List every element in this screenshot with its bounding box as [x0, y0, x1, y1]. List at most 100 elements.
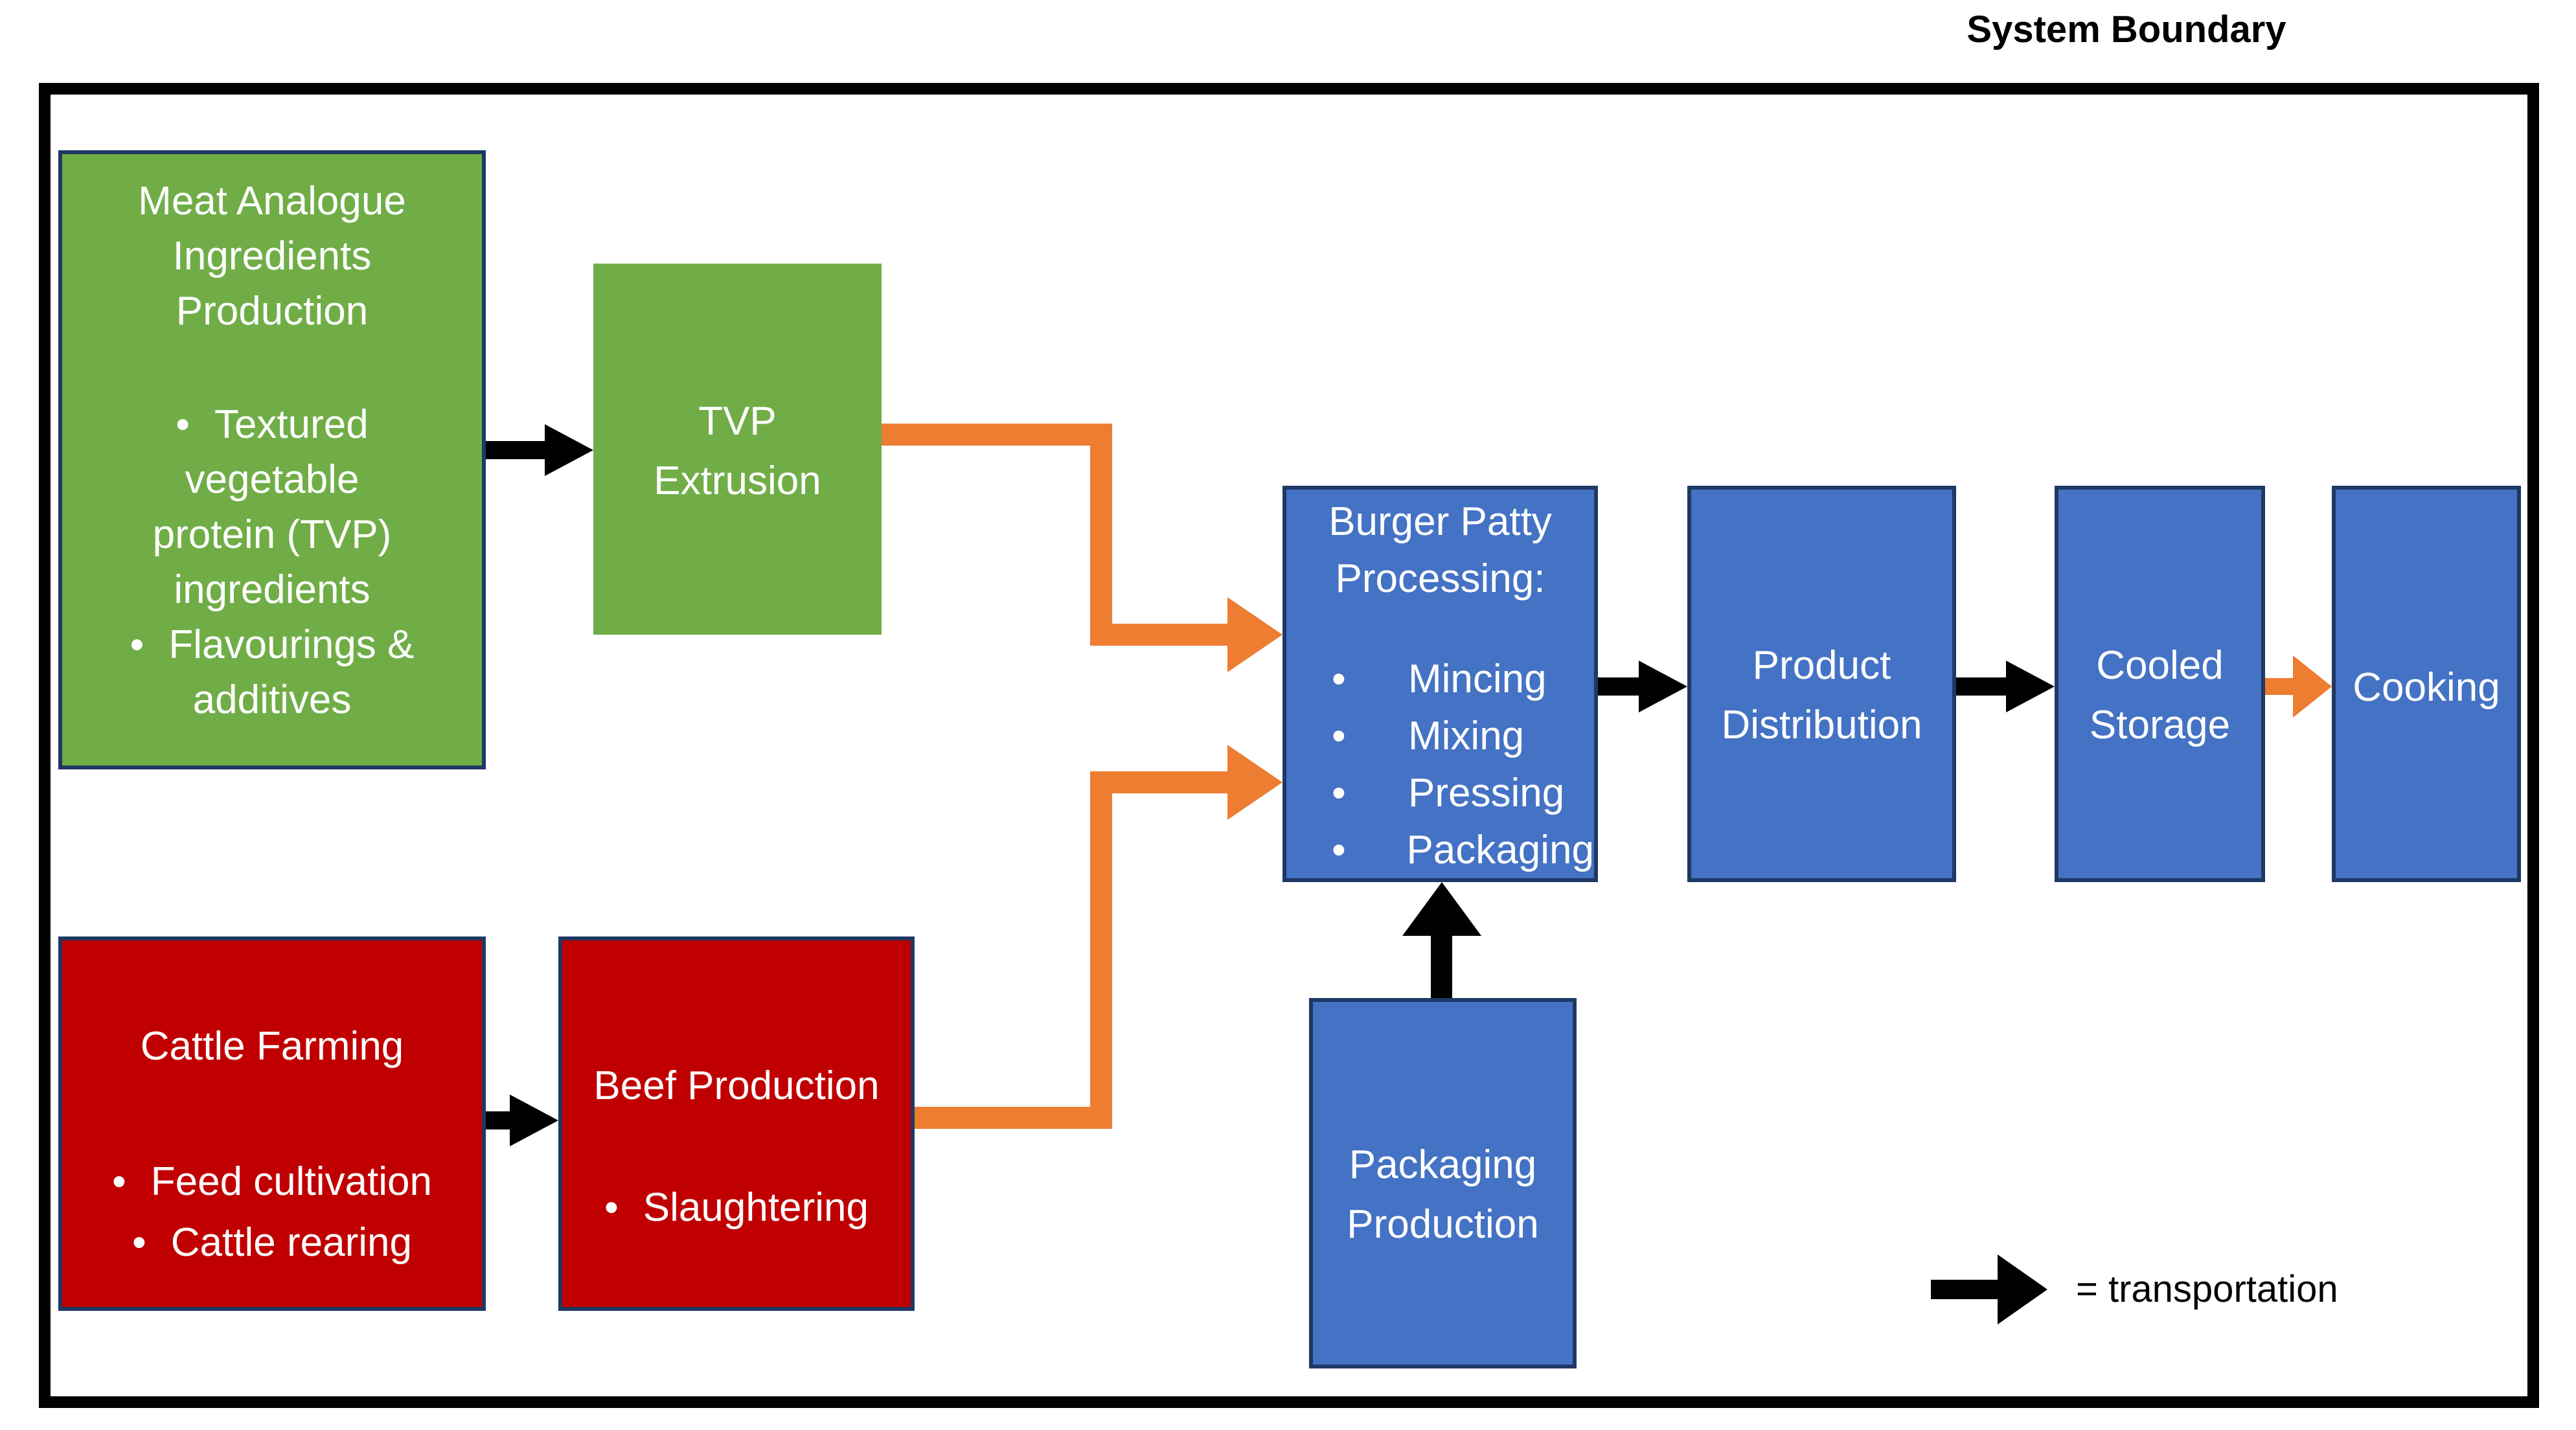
box-label-text: Ingredients	[172, 234, 372, 278]
spacer	[62, 1076, 482, 1151]
box-item-text: ingredients	[174, 567, 370, 612]
box-line: •Mincing	[1286, 650, 1594, 707]
box-line: •Mixing	[1286, 707, 1594, 764]
box-item-text: Cattle rearing	[170, 1220, 412, 1265]
box-item-text: Mincing	[1408, 656, 1547, 701]
box-beef-production: Beef Production • Slaughtering	[558, 936, 915, 1311]
box-line: TVP	[593, 391, 882, 451]
box-item-text: additives	[192, 677, 352, 722]
box-tvp-extrusion: TVP Extrusion	[593, 264, 882, 635]
box-line: •Feed cultivation	[62, 1151, 482, 1212]
box-line: Production	[1313, 1194, 1573, 1254]
box-label-text: Cattle Farming	[140, 1023, 404, 1069]
box-line: Cooled	[2058, 635, 2261, 695]
box-item-text: Flavourings &	[168, 622, 415, 667]
flow-arrow-tvp-to-burger-head	[1227, 597, 1282, 672]
bullet-dot-icon: •	[130, 622, 144, 667]
box-line: Beef Production	[562, 1055, 911, 1116]
box-label-text: Storage	[2089, 702, 2231, 747]
box-line: Ingredients	[62, 229, 482, 284]
flow-arrow-storage-to-cooking-head	[2293, 655, 2332, 718]
box-line: Distribution	[1691, 695, 1952, 755]
transport-arrow-cattle-to-beef-head	[510, 1095, 558, 1146]
spacer	[62, 339, 482, 397]
box-line: •Pressing	[1286, 764, 1594, 821]
transport-arrow-burger-to-distribution-shaft	[1598, 677, 1639, 696]
box-item-text: protein (TVP)	[152, 512, 392, 557]
box-label-text: Burger Patty	[1328, 499, 1552, 544]
box-line: • Slaughtering	[562, 1177, 911, 1238]
box-line: Storage	[2058, 695, 2261, 755]
bullet-dot-icon: •	[1332, 827, 1346, 872]
transport-arrow-packaging-to-burger-shaft	[1431, 936, 1452, 998]
flow-arrow-beef-to-burger-seg3	[1090, 771, 1227, 793]
bullet-dot-icon: •	[176, 402, 190, 447]
box-label-text: Beef Production	[593, 1063, 880, 1108]
box-line: Processing:	[1286, 550, 1594, 607]
transport-arrow-burger-to-distribution-head	[1639, 661, 1687, 712]
box-label-text: Distribution	[1721, 702, 1922, 747]
box-bullet-list: • Textured vegetable protein (TVP) ingredien…	[62, 397, 482, 727]
system-boundary-frame	[39, 83, 2539, 1408]
flow-arrow-tvp-to-burger-seg3	[1090, 624, 1227, 646]
box-label-text: Production	[1347, 1201, 1539, 1247]
transport-arrow-meat-to-tvp-shaft	[486, 441, 545, 459]
box-item-text: Textured	[214, 402, 369, 447]
box-line: Burger Patty	[1286, 493, 1594, 550]
transport-arrow-distribution-to-storage-head	[2006, 661, 2055, 712]
box-item-text: Packaging	[1406, 827, 1594, 872]
transport-arrow-distribution-to-storage-shaft	[1956, 677, 2006, 696]
box-label-text: Production	[176, 289, 369, 334]
legend-transport-arrow-shaft	[1931, 1280, 1998, 1299]
box-label-text: Extrusion	[654, 458, 821, 503]
box-label: TVP Extrusion	[593, 391, 882, 510]
box-bullet-list: •Mincing•Mixing•Pressing • Packaging	[1286, 650, 1594, 878]
box-label: Cattle Farming	[62, 1016, 482, 1076]
box-cooking: Cooking	[2332, 486, 2521, 882]
box-line: Packaging	[1313, 1135, 1573, 1194]
box-bullet-list: •Feed cultivation • Cattle rearing	[62, 1151, 482, 1273]
box-line: ingredients	[62, 562, 482, 617]
box-item-text: Pressing	[1408, 770, 1565, 815]
box-line: • Textured	[62, 397, 482, 452]
spacer	[562, 1116, 911, 1177]
box-line: • Flavourings &	[62, 617, 482, 672]
box-line: protein (TVP)	[62, 507, 482, 562]
flow-arrow-tvp-to-burger-seg2	[1090, 424, 1112, 646]
box-line: vegetable	[62, 452, 482, 507]
box-label: Cooking	[2336, 657, 2517, 717]
box-cattle-farming: Cattle Farming •Feed cultivation • Cattle r…	[58, 936, 486, 1311]
box-line: Production	[62, 284, 482, 339]
box-label-text: Processing:	[1335, 556, 1545, 601]
flow-arrow-tvp-to-burger-seg1	[882, 424, 1112, 446]
flow-arrow-beef-to-burger-seg2	[1090, 771, 1112, 1129]
box-line: • Cattle rearing	[62, 1212, 482, 1273]
bullet-dot-icon: •	[604, 1185, 619, 1230]
box-bullet-list: • Slaughtering	[562, 1177, 911, 1238]
box-line: Extrusion	[593, 451, 882, 510]
box-label-text: TVP	[698, 398, 777, 444]
spacer	[1286, 607, 1594, 650]
box-line: Cattle Farming	[62, 1016, 482, 1076]
box-label-text: Packaging	[1349, 1142, 1537, 1187]
legend-transport-arrow-head	[1998, 1254, 2047, 1324]
flow-arrow-beef-to-burger-seg1	[915, 1107, 1112, 1129]
transport-arrow-packaging-to-burger-head	[1402, 882, 1481, 936]
flow-arrow-storage-to-cooking-shaft	[2265, 678, 2293, 695]
diagram-title: System Boundary	[1966, 8, 2286, 51]
box-line: additives	[62, 672, 482, 727]
box-item-text: Slaughtering	[643, 1185, 869, 1230]
bullet-dot-icon: •	[132, 1220, 146, 1265]
legend-label: = transportation	[2076, 1268, 2338, 1310]
